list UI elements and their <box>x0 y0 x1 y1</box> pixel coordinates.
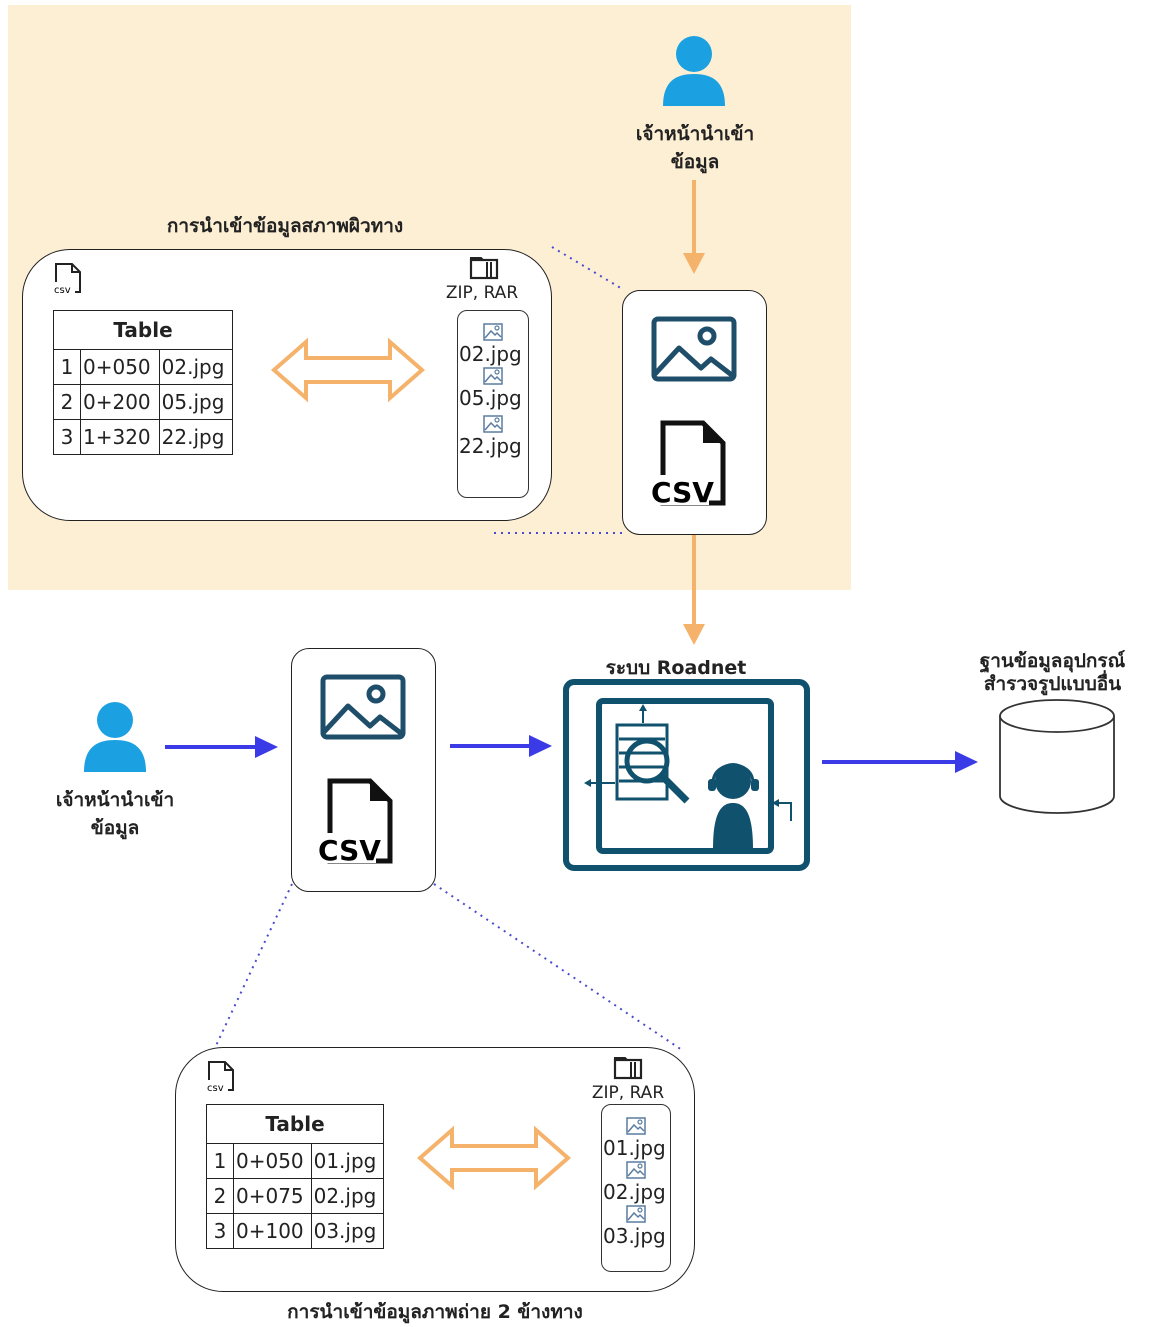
user-icon-top <box>663 36 725 106</box>
roadnet-system-icon <box>563 679 810 871</box>
image-file-icon <box>626 1161 646 1179</box>
image-icon <box>320 674 406 740</box>
list-item: 05.jpg <box>459 386 522 410</box>
list-item: 03.jpg <box>603 1224 666 1248</box>
user-icon-middle <box>84 702 146 772</box>
zip-rar-label: ZIP, RAR <box>591 1083 665 1103</box>
image-file-list: 02.jpg 05.jpg 22.jpg <box>457 310 529 498</box>
bidirectional-arrow-icon <box>416 1125 572 1191</box>
panel-title-roadside-images: การนำเข้าข้อมูลภาพถ่าย 2 ข้างทาง <box>287 1301 583 1323</box>
image-file-icon <box>626 1117 646 1135</box>
user-label-middle: เจ้าหน้านำเข้า ข้อมูล <box>55 789 175 839</box>
dotted-connector-bottom-2 <box>433 883 683 1051</box>
list-item: 22.jpg <box>459 434 522 458</box>
database-label: ฐานข้อมูลอุปกรณ์ สำรวจรูปแบบอื่น <box>979 650 1126 695</box>
data-bundle-card-middle: CSV <box>291 648 436 892</box>
table-header: Table <box>53 310 233 350</box>
image-file-list: 01.jpg 02.jpg 03.jpg <box>601 1104 671 1272</box>
zip-rar-label: ZIP, RAR <box>445 283 519 303</box>
bidirectional-arrow-icon <box>270 337 426 403</box>
csv-tag: csv <box>54 285 71 296</box>
panel-title-road-surface: การนำเข้าข้อมูลสภาพผิวทาง <box>166 215 404 237</box>
table-header: Table <box>206 1104 384 1144</box>
csv-tag: csv <box>207 1083 224 1094</box>
zip-archive-icon <box>469 257 499 280</box>
image-file-icon <box>483 323 503 341</box>
list-item: 02.jpg <box>603 1180 666 1204</box>
list-item: 01.jpg <box>603 1136 666 1160</box>
csv-file-icon: csv <box>53 263 81 296</box>
dotted-connector-top-1 <box>551 246 625 291</box>
data-bundle-card-top: CSV <box>622 290 767 535</box>
database-icon <box>999 699 1115 814</box>
csv-file-icon-large: CSV <box>318 778 393 867</box>
csv-text: CSV <box>651 476 714 509</box>
csv-file-icon-large: CSV <box>651 420 726 509</box>
csv-text: CSV <box>318 834 381 867</box>
list-item: 02.jpg <box>459 342 522 366</box>
image-file-icon <box>626 1205 646 1223</box>
system-label-roadnet: ระบบ Roadnet <box>605 657 747 679</box>
image-file-icon <box>483 415 503 433</box>
user-label-top: เจ้าหน้านำเข้า ข้อมูล <box>635 123 755 173</box>
csv-file-icon: csv <box>206 1061 234 1094</box>
image-file-icon <box>483 367 503 385</box>
image-icon <box>651 316 737 382</box>
dotted-connector-bottom-1 <box>212 883 293 1053</box>
zip-archive-icon <box>613 1057 643 1080</box>
